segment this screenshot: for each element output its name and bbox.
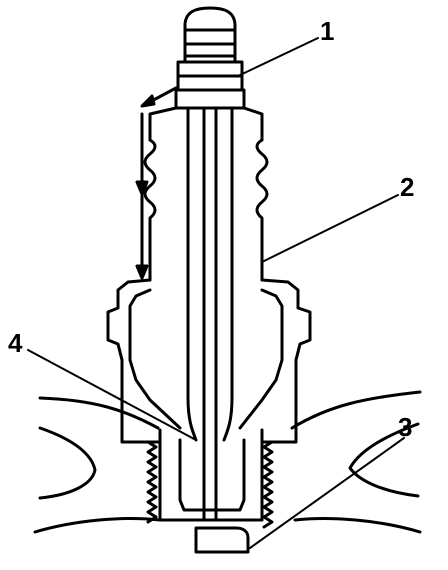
callout-4: 4 — [8, 328, 23, 358]
center-electrode — [202, 106, 218, 522]
callout-2: 2 — [400, 172, 414, 202]
terminal-nut — [174, 6, 246, 110]
metal-shell — [106, 278, 312, 522]
callout-3-leader — [249, 437, 405, 549]
callout-1-leader — [237, 37, 319, 77]
cylinder-head-outline — [33, 390, 422, 534]
callout-1: 1 — [320, 16, 334, 46]
heat-flow-arrows — [135, 86, 178, 280]
thread-section — [146, 440, 274, 529]
callout-3: 3 — [398, 412, 412, 442]
callout-2-leader — [261, 194, 399, 263]
ground-electrode — [194, 526, 250, 554]
insulator — [143, 106, 269, 442]
callout-leaders — [27, 37, 405, 549]
callout-4-leader — [27, 349, 197, 441]
